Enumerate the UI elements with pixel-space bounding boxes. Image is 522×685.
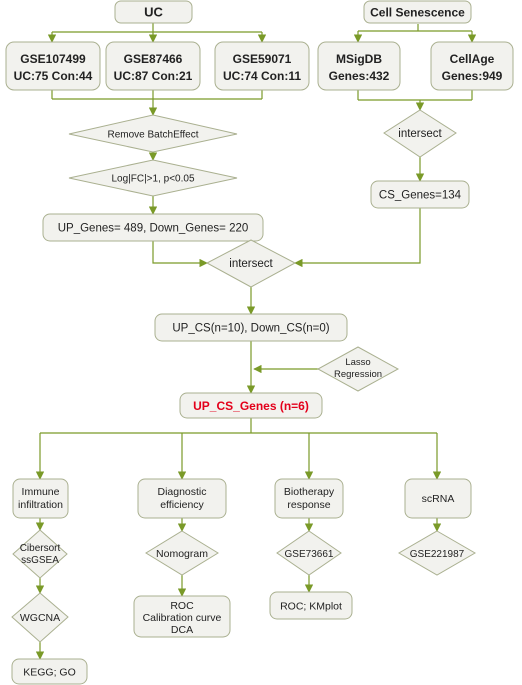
method-line2: ssGSEA xyxy=(21,555,59,566)
filter-diamond: Log|FC|>1, p<0.05 xyxy=(68,159,238,197)
lasso-label-line1: Lasso xyxy=(345,357,370,368)
geneset-count: Genes:432 xyxy=(329,69,390,83)
branch-title-line1: scRNA xyxy=(422,493,455,505)
method-line1: Nomogram xyxy=(156,548,208,560)
dataset-node-gse59071: GSE59071 UC:74 Con:11 xyxy=(214,41,310,91)
deg-result-label: UP_Genes= 489, Down_Genes= 220 xyxy=(58,223,249,235)
remove-batch-label: Remove BatchEffect xyxy=(108,130,199,141)
cs-genes-node: CS_Genes=134 xyxy=(370,180,470,209)
gse221987-diamond: GSE221987 xyxy=(398,530,476,576)
remove-batch-diamond: Remove BatchEffect xyxy=(68,114,238,153)
kegg-go-node: KEGG; GO xyxy=(11,658,88,685)
final-genes-node: UP_CS_Genes (n=6) xyxy=(179,392,323,419)
method-line1: GSE73661 xyxy=(285,549,334,560)
branch-scrna-node: scRNA xyxy=(404,478,472,519)
branch-title-line2: infiltration xyxy=(18,499,63,511)
diag-output-line3: DCA xyxy=(171,624,193,636)
dataset-counts: UC:74 Con:11 xyxy=(223,69,301,83)
intersect-main-label: intersect xyxy=(229,258,273,270)
cibersort-diamond: Cibersort ssGSEA xyxy=(12,529,68,579)
bio-output-label: ROC; KMplot xyxy=(280,601,342,613)
cell-senescence-label: Cell Senescence xyxy=(370,6,465,20)
branch-title-line2: efficiency xyxy=(160,499,204,511)
geneset-name: MSigDB xyxy=(336,52,382,66)
intersect-cs-label: intersect xyxy=(398,128,442,140)
bio-output-node: ROC; KMplot xyxy=(269,591,353,620)
intersect-main-diamond: intersect xyxy=(205,239,297,288)
dataset-id: GSE87466 xyxy=(124,52,183,66)
edges xyxy=(35,23,477,660)
lasso-label-line2: Regression xyxy=(334,369,382,380)
gse73661-diamond: GSE73661 xyxy=(276,530,342,576)
cs-split-label: UP_CS(n=10), Down_CS(n=0) xyxy=(172,323,329,335)
branch-title-line1: Immune xyxy=(22,486,60,498)
dataset-node-gse87466: GSE87466 UC:87 Con:21 xyxy=(105,41,201,91)
kegg-go-label: KEGG; GO xyxy=(23,667,76,679)
geneset-node-msigdb: MSigDB Genes:432 xyxy=(317,41,401,91)
uc-source-label: UC xyxy=(144,5,163,20)
nomogram-diamond: Nomogram xyxy=(145,530,219,576)
dataset-counts: UC:87 Con:21 xyxy=(114,69,193,83)
final-genes-label: UP_CS_Genes (n=6) xyxy=(193,399,309,413)
filter-label: Log|FC|>1, p<0.05 xyxy=(111,174,194,185)
dataset-counts: UC:75 Con:44 xyxy=(14,69,93,83)
dataset-id: GSE107499 xyxy=(20,52,86,66)
intersect-cs-diamond: intersect xyxy=(383,109,457,158)
wgcna-label: WGCNA xyxy=(20,612,60,624)
branch-title-line1: Biotherapy xyxy=(284,486,335,498)
cs-genes-label: CS_Genes=134 xyxy=(379,190,462,202)
uc-source-node: UC xyxy=(114,0,193,24)
geneset-name: CellAge xyxy=(450,52,495,66)
diag-output-line2: Calibration curve xyxy=(143,612,222,624)
dataset-node-gse107499: GSE107499 UC:75 Con:44 xyxy=(5,41,101,91)
branch-diagnostic-node: Diagnostic efficiency xyxy=(137,478,227,519)
branch-biotherapy-node: Biotherapy response xyxy=(274,478,344,519)
dataset-id: GSE59071 xyxy=(233,52,292,66)
diag-outputs-node: ROC Calibration curve DCA xyxy=(133,595,231,638)
branch-title-line2: response xyxy=(287,499,330,511)
deg-result-node: UP_Genes= 489, Down_Genes= 220 xyxy=(42,213,264,242)
branch-immune-node: Immune infiltration xyxy=(12,478,69,519)
method-line1: Cibersort xyxy=(20,543,61,554)
diag-output-line1: ROC xyxy=(170,600,194,612)
cs-split-node: UP_CS(n=10), Down_CS(n=0) xyxy=(154,313,348,342)
wgcna-diamond: WGCNA xyxy=(11,592,69,643)
cell-senescence-source-node: Cell Senescence xyxy=(363,0,472,24)
geneset-node-cellage: CellAge Genes:949 xyxy=(430,41,514,91)
branch-title-line1: Diagnostic xyxy=(157,486,206,498)
method-line1: GSE221987 xyxy=(410,549,465,560)
geneset-count: Genes:949 xyxy=(442,69,503,83)
lasso-diamond: Lasso Regression xyxy=(316,346,400,392)
